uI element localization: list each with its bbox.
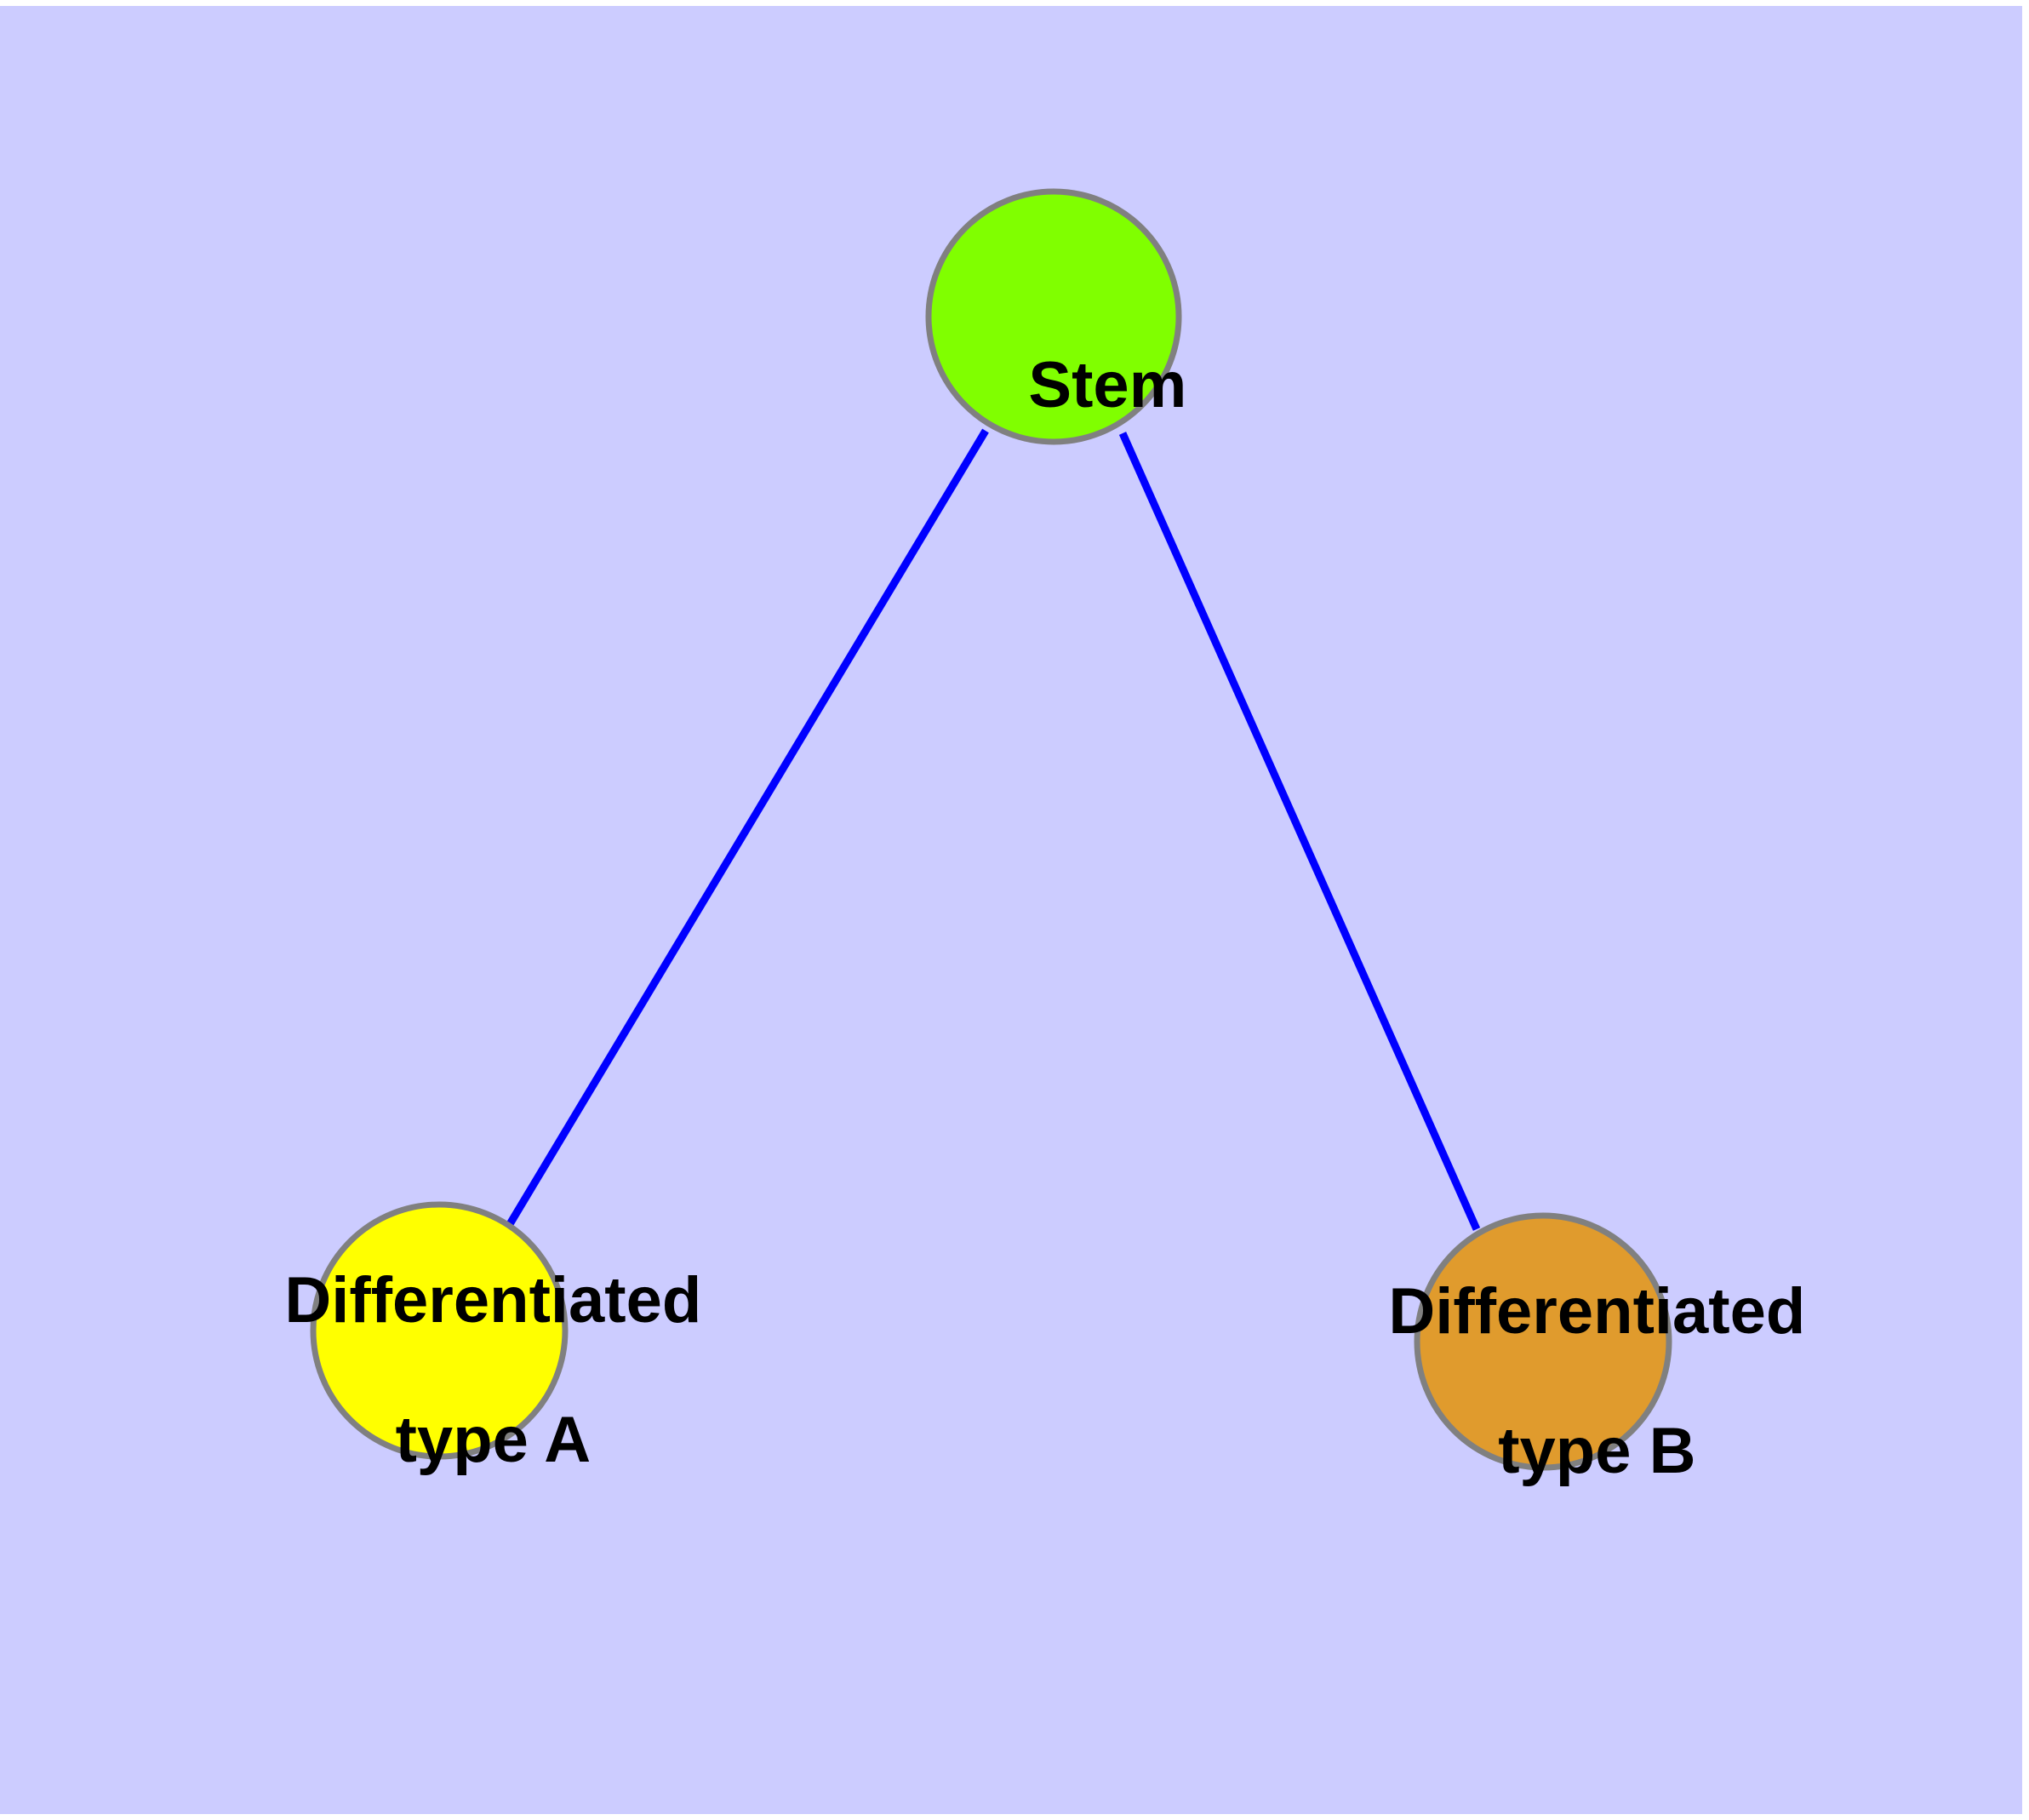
graph-svg-layer — [310, 188, 1672, 1471]
edge-stem-to-differentiated-type-a[interactable] — [506, 428, 989, 1227]
edge-stem-to-differentiated-type-b[interactable] — [1118, 432, 1481, 1231]
node-group — [310, 188, 1672, 1471]
diagram-plot-area: Stem Differentiated type A Differentiate… — [0, 6, 2022, 1814]
node-differentiated-type-a[interactable] — [310, 1201, 569, 1460]
node-differentiated-type-b[interactable] — [1414, 1212, 1672, 1471]
node-stem[interactable] — [925, 188, 1182, 445]
edge-group — [506, 428, 1481, 1231]
